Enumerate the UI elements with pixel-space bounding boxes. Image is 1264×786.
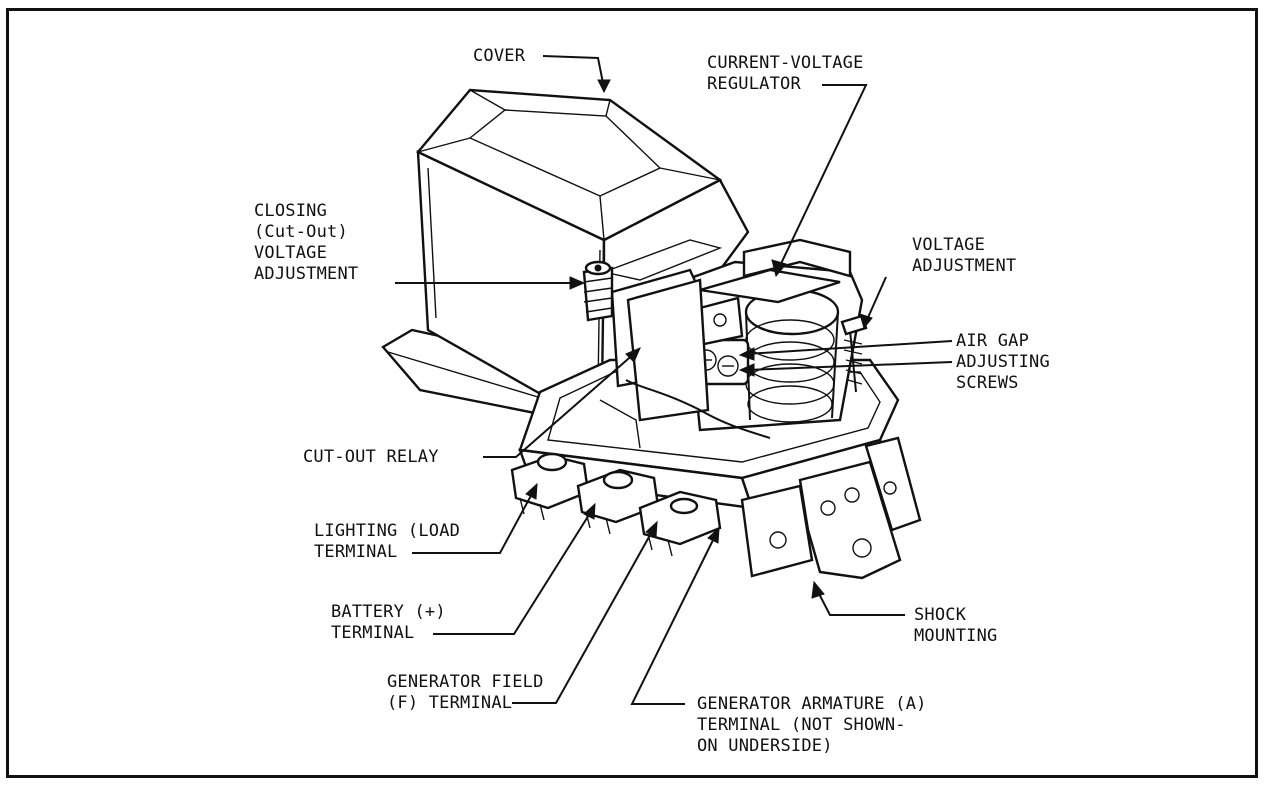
- cut-out-relay-label: CUT-OUT RELAY: [303, 447, 439, 467]
- battery-terminal-label: BATTERY (+) TERMINAL: [331, 602, 446, 643]
- lighting-load-terminal-label: LIGHTING (LOAD TERMINAL: [314, 521, 461, 562]
- figure-border: [6, 8, 1258, 778]
- cover-label: COVER: [473, 46, 526, 66]
- generator-field-terminal-label: GENERATOR FIELD (F) TERMINAL: [387, 672, 544, 713]
- air-gap-adjusting-screws-label: AIR GAP ADJUSTING SCREWS: [956, 331, 1050, 393]
- generator-armature-terminal-label: GENERATOR ARMATURE (A) TERMINAL (NOT SHO…: [697, 694, 927, 756]
- leader-lines: [395, 55, 953, 705]
- closing-voltage-adjustment-label: CLOSING (Cut-Out) VOLTAGE ADJUSTMENT: [254, 201, 359, 284]
- current-voltage-regulator-label: CURRENT-VOLTAGE REGULATOR: [707, 53, 864, 94]
- voltage-adjustment-label: VOLTAGE ADJUSTMENT: [912, 235, 1017, 276]
- shock-mounting-label: SHOCK MOUNTING: [914, 605, 998, 646]
- shock-mounting-shape: [740, 436, 922, 580]
